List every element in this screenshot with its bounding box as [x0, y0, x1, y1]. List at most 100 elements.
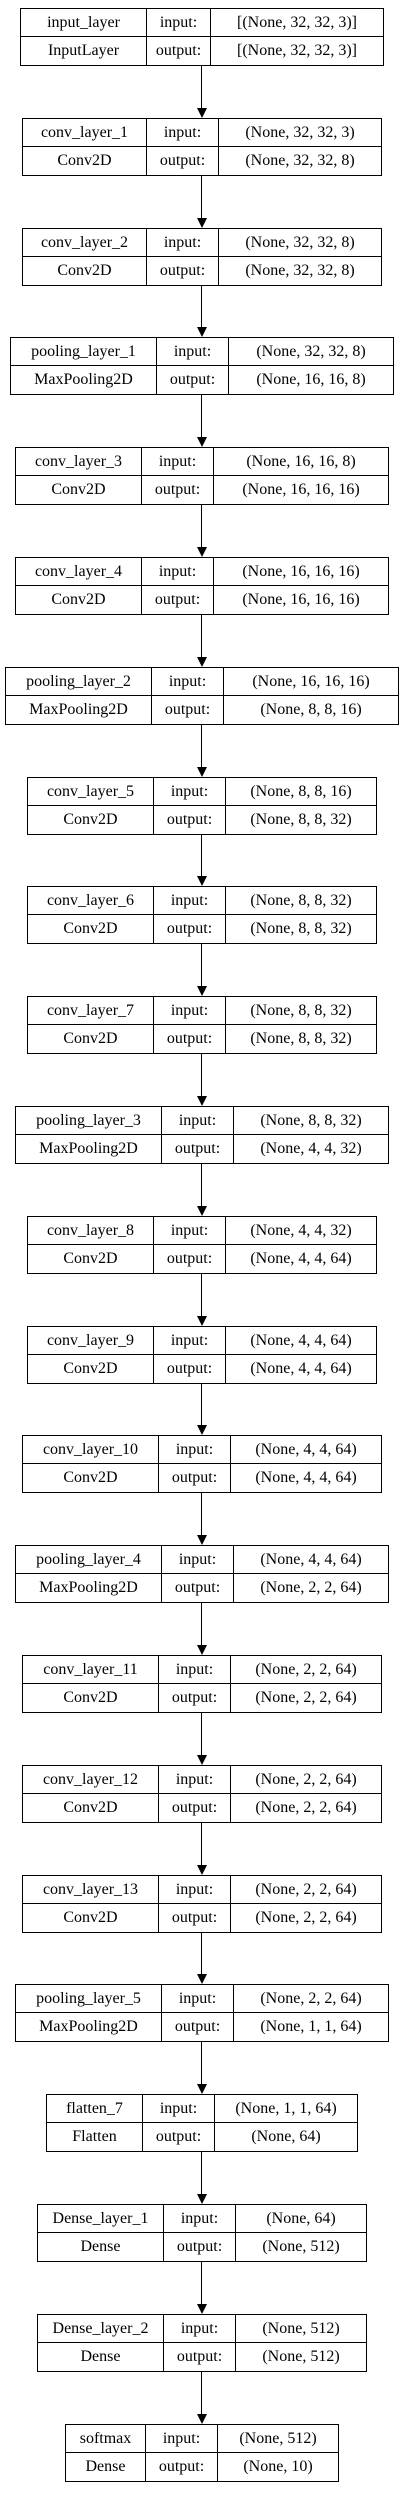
input-label: input:: [159, 1766, 231, 1794]
arrow-head-icon: [197, 1535, 207, 1545]
output-shape: (None, 4, 4, 64): [255, 1469, 357, 1486]
arrow-head-icon: [197, 2084, 207, 2094]
input-shape: (None, 2, 2, 64): [231, 1876, 381, 1904]
input-label: input:: [154, 887, 226, 915]
input-label: input:: [162, 1985, 234, 2013]
arrow-head-icon: [197, 1974, 207, 1984]
output-shape: (None, 32, 32, 8): [245, 152, 355, 169]
output-shape: (None, 2, 2, 64): [255, 1689, 357, 1706]
input-shape: (None, 4, 4, 64): [226, 1327, 376, 1355]
output-shape: (None, 2, 2, 64): [255, 1909, 357, 1926]
arrow-head-icon: [197, 1425, 207, 1435]
layer-name: softmax: [66, 2425, 146, 2453]
output-label: output:: [162, 1135, 234, 1163]
input-shape: (None, 2, 2, 64): [231, 1766, 381, 1794]
input-shape: (None, 4, 4, 64): [234, 1546, 388, 1574]
connector-arrow: [201, 2152, 203, 2195]
input-label: input:: [146, 2425, 218, 2453]
input-shape: [(None, 32, 32, 3)]: [211, 9, 383, 37]
output-shape: (None, 512): [262, 2348, 340, 2365]
layer-type: InputLayer: [21, 37, 147, 65]
input-shape: (None, 2, 2, 64): [234, 1985, 388, 2013]
layer-type: Conv2D: [23, 1684, 159, 1712]
layer-type: Conv2D: [28, 1025, 154, 1053]
input-label: input:: [157, 338, 229, 366]
layer-type: Conv2D: [23, 1794, 159, 1822]
input-shape: (None, 1, 1, 64): [215, 2095, 357, 2123]
layer-type: MaxPooling2D: [16, 1135, 162, 1163]
output-label: output:: [164, 2343, 236, 2371]
connector-arrow: [201, 1274, 203, 1317]
output-label: output:: [164, 2233, 236, 2261]
input-shape: (None, 64): [236, 2205, 366, 2233]
connector-arrow: [201, 835, 203, 877]
output-label: output:: [159, 1684, 231, 1712]
output-shape: (None, 16, 16, 16): [242, 591, 360, 608]
arrow-head-icon: [197, 218, 207, 228]
layer-type: Conv2D: [28, 806, 154, 834]
layer-type: MaxPooling2D: [6, 696, 152, 724]
arrow-head-icon: [197, 2194, 207, 2204]
arrow-head-icon: [197, 1645, 207, 1655]
input-shape: (None, 32, 32, 8): [229, 338, 393, 366]
output-shape: (None, 8, 8, 32): [250, 811, 352, 828]
input-label: input:: [143, 2095, 215, 2123]
connector-arrow: [201, 66, 203, 109]
connector-arrow: [201, 1054, 203, 1097]
input-shape: (None, 16, 16, 16): [224, 668, 398, 696]
layer-name: pooling_layer_3: [16, 1107, 162, 1135]
output-label: output:: [147, 147, 219, 175]
input-shape: (None, 4, 4, 32): [226, 1217, 376, 1245]
input-label: input:: [162, 1107, 234, 1135]
layer-type: Flatten: [47, 2123, 143, 2151]
layer-type: Dense: [38, 2233, 164, 2261]
connector-arrow: [201, 944, 203, 987]
input-label: input:: [142, 558, 214, 586]
output-label: output:: [142, 586, 214, 614]
arrow-head-icon: [197, 1206, 207, 1216]
layer-name: flatten_7: [47, 2095, 143, 2123]
connector-arrow: [201, 286, 203, 328]
arrow-head-icon: [197, 986, 207, 996]
arrow-head-icon: [197, 2304, 207, 2314]
layer-name: Dense_layer_1: [38, 2205, 164, 2233]
arrow-head-icon: [197, 437, 207, 447]
input-shape: (None, 4, 4, 64): [231, 1436, 381, 1464]
layer-type: Conv2D: [28, 915, 154, 943]
output-label: output:: [159, 1464, 231, 1492]
layer-name: conv_layer_7: [28, 997, 154, 1025]
output-shape: (None, 512): [262, 2238, 340, 2255]
arrow-head-icon: [197, 876, 207, 886]
input-label: input:: [159, 1436, 231, 1464]
output-label: output:: [154, 1245, 226, 1273]
arrow-head-icon: [197, 547, 207, 557]
input-shape: (None, 8, 8, 32): [226, 997, 376, 1025]
input-shape: (None, 8, 8, 32): [234, 1107, 388, 1135]
layer-type: Conv2D: [23, 1464, 159, 1492]
layer-name: conv_layer_10: [23, 1436, 159, 1464]
input-label: input:: [147, 229, 219, 257]
connector-arrow: [201, 1823, 203, 1866]
output-shape: (None, 16, 16, 8): [256, 371, 366, 388]
input-label: input:: [147, 119, 219, 147]
output-shape: (None, 32, 32, 8): [245, 262, 355, 279]
output-shape: (None, 2, 2, 64): [255, 1799, 357, 1816]
output-label: output:: [143, 2123, 215, 2151]
connector-arrow: [201, 725, 203, 768]
layer-name: conv_layer_2: [23, 229, 147, 257]
input-label: input:: [154, 1217, 226, 1245]
input-label: input:: [164, 2315, 236, 2343]
